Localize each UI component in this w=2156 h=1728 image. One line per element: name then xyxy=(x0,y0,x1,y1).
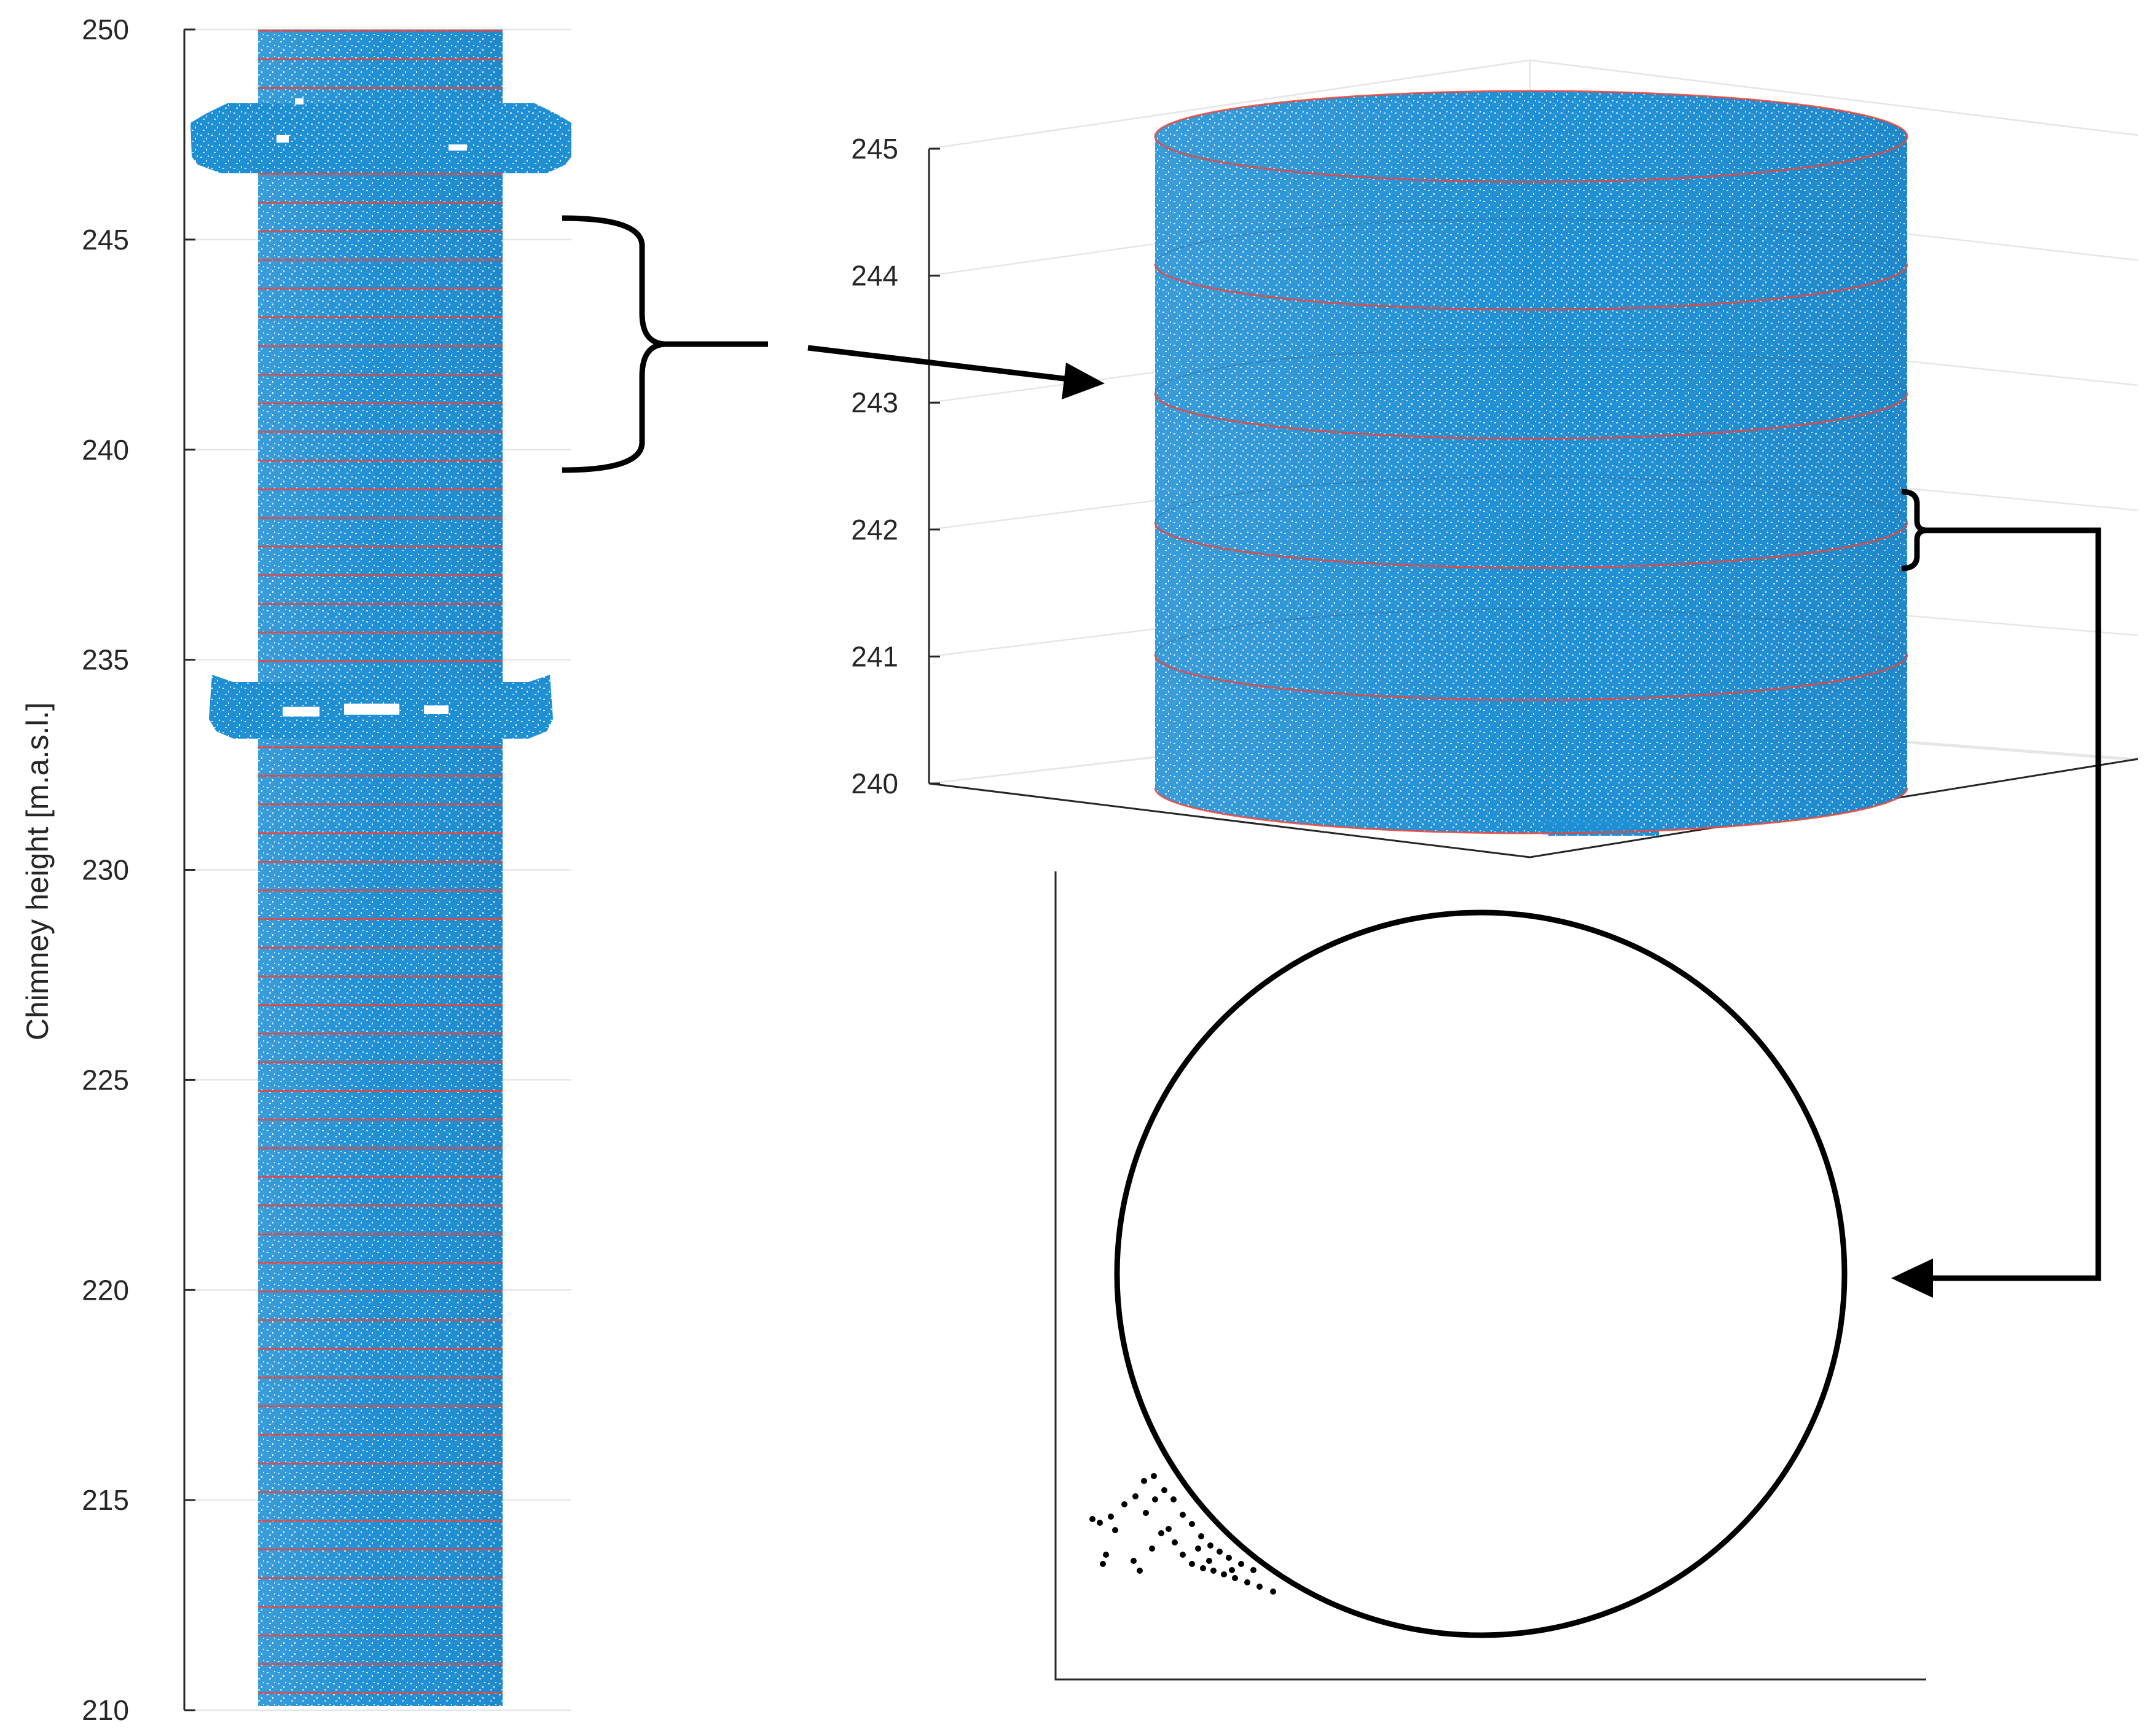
outlier-point xyxy=(1172,1539,1178,1545)
outlier-point xyxy=(1180,1512,1186,1518)
cylinder-ztick-labels: 245 244 243 242 241 240 xyxy=(851,133,898,799)
left-ytick-label: 235 xyxy=(82,644,129,676)
outlier-point xyxy=(1100,1561,1106,1567)
cylinder-slice-ellipse xyxy=(1154,393,1908,440)
cylinder-plot: 245 244 243 242 241 240 xyxy=(851,59,2139,858)
y-axis-label: Chimney height [m.a.s.l.] xyxy=(20,702,55,1040)
outlier-point xyxy=(1207,1542,1213,1549)
outlier-point xyxy=(1166,1526,1172,1532)
left-ytick-label: 210 xyxy=(82,1694,129,1726)
outlier-point xyxy=(1217,1549,1223,1555)
outlier-point xyxy=(1180,1552,1186,1558)
cylinder-ztick-marks xyxy=(929,147,940,785)
outlier-point xyxy=(1195,1545,1201,1552)
outlier-point xyxy=(1256,1584,1263,1590)
outlier-point xyxy=(1200,1565,1206,1571)
outlier-point xyxy=(1189,1521,1195,1527)
connectors xyxy=(562,215,2101,1298)
cylinder-z-gridline xyxy=(928,59,2139,150)
cylinder-ztick-label: 244 xyxy=(851,260,898,292)
cross-section-plot xyxy=(1054,871,1926,1681)
outlier-point xyxy=(1221,1571,1227,1577)
cross-section-axes xyxy=(1054,871,1926,1681)
cylinder-slice-ellipse xyxy=(1154,654,1908,701)
outlier-point xyxy=(1131,1558,1137,1564)
left-ytick-marks xyxy=(184,28,195,1711)
cylinder-slice-ellipse xyxy=(1154,787,1908,835)
outlier-point xyxy=(1198,1533,1204,1539)
cylinder-slice-back-arc xyxy=(1154,608,1908,655)
outlier-point xyxy=(1097,1520,1103,1526)
outlier-point xyxy=(1158,1530,1164,1536)
outlier-point xyxy=(1244,1579,1250,1585)
left-ytick-label: 225 xyxy=(82,1064,129,1096)
outlier-point xyxy=(1089,1516,1096,1522)
outlier-point xyxy=(1149,1545,1155,1552)
left-brace xyxy=(562,215,665,473)
outlier-point xyxy=(1103,1552,1109,1558)
cylinder-base-axes xyxy=(928,758,2139,858)
left-ytick-label: 220 xyxy=(82,1274,129,1306)
left-ytick-labels: 250 245 240 235 230 225 220 215 210 xyxy=(82,14,129,1726)
cylinder-point-cloud xyxy=(1155,91,1907,836)
cylinder-slice-back-arc xyxy=(1154,476,1908,523)
outlier-point xyxy=(1161,1487,1167,1493)
outlier-point xyxy=(1210,1568,1217,1574)
cylinder-slice-lines xyxy=(1154,90,1908,835)
left-ytick-label: 250 xyxy=(82,14,129,45)
slice-connector-line xyxy=(1926,527,2101,1281)
slice-arrow-head xyxy=(1891,1259,1933,1298)
left-slice-lines xyxy=(258,29,503,1694)
left-ytick-label: 240 xyxy=(82,434,129,466)
left-ytick-label: 215 xyxy=(82,1484,129,1516)
outlier-point xyxy=(1170,1496,1177,1502)
left-plot: 250 245 240 235 230 225 220 215 210 Chimney heig… xyxy=(20,14,571,1726)
outlier-point xyxy=(1232,1575,1238,1581)
outlier-point xyxy=(1250,1567,1256,1573)
outlier-point xyxy=(1112,1527,1118,1533)
cylinder-ztick-label: 245 xyxy=(851,133,898,165)
chimney-point-cloud xyxy=(190,29,571,1706)
cylinder-ztick-label: 243 xyxy=(851,387,898,418)
cylinder-slice-ellipse xyxy=(1154,90,1908,183)
outlier-point xyxy=(1152,1496,1158,1502)
outlier-point xyxy=(1151,1473,1157,1479)
outlier-point xyxy=(1270,1589,1276,1595)
cross-section-outlier-points xyxy=(1089,1473,1276,1595)
outlier-point xyxy=(1121,1501,1127,1507)
cylinder-slice-back-arc xyxy=(1154,218,1908,265)
outlier-point xyxy=(1132,1493,1139,1499)
cylinder-ztick-label: 242 xyxy=(851,514,898,546)
outlier-point xyxy=(1108,1514,1114,1520)
cylinder-ztick-label: 241 xyxy=(851,640,898,672)
cylinder-slice-ellipse xyxy=(1154,264,1908,311)
outlier-point xyxy=(1137,1568,1143,1574)
outlier-point xyxy=(1189,1561,1195,1567)
zoom-arrow-head xyxy=(1062,363,1105,399)
outlier-point xyxy=(1143,1510,1149,1516)
outlier-point xyxy=(1206,1558,1212,1564)
left-ytick-label: 230 xyxy=(82,854,129,886)
cylinder-slice-ellipse xyxy=(1154,522,1908,569)
outlier-point xyxy=(1141,1478,1147,1484)
cylinder-slice-back-arc xyxy=(1154,347,1908,394)
cylinder-ztick-label: 240 xyxy=(851,768,898,799)
cross-section-outline xyxy=(1114,909,1848,1638)
left-ytick-label: 245 xyxy=(82,224,129,256)
outlier-point xyxy=(1238,1561,1244,1567)
outlier-point xyxy=(1229,1567,1235,1573)
zoom-arrow-shaft xyxy=(807,345,1075,383)
outlier-point xyxy=(1226,1555,1232,1561)
